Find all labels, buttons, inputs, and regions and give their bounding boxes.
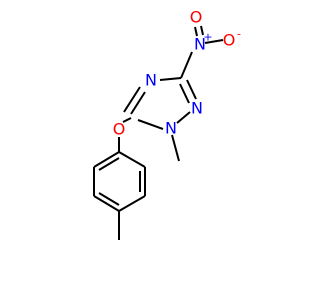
bond-c3-n2-double-b	[179, 83, 190, 104]
bond-ar3-ar4	[118, 195, 146, 212]
bond-ar4-ar5	[93, 195, 120, 212]
bond-ar6-ar1-inner	[98, 157, 120, 171]
atom-n2: N	[191, 99, 203, 118]
bond-ar6-ar1	[93, 151, 120, 168]
atom-o-ether: O	[113, 120, 126, 139]
atom-o-nitro-right: O	[223, 31, 236, 50]
charge-o-nitro-right: -	[237, 28, 241, 41]
bond-ar1-ar2	[118, 151, 146, 168]
bond-n2-n1	[176, 111, 191, 124]
bond-c5-n4-double-b	[130, 91, 146, 115]
bond-n-nitro-o-top-b	[200, 25, 204, 36]
bond-c3-n2-double-a	[186, 79, 197, 100]
bond-c5-o-ether	[122, 117, 132, 123]
bond-ar4-ar5-inner	[98, 192, 120, 206]
atom-o-nitro-top: O	[190, 8, 203, 27]
atom-n4: N	[145, 71, 157, 90]
charge-n-nitro: +	[203, 31, 212, 44]
molecule-structure: N N N N + O O - O	[93, 8, 241, 240]
bond-n4-c3	[159, 77, 182, 81]
bond-c5-n4-double-a	[123, 86, 141, 113]
atom-n-nitro: N	[194, 35, 206, 54]
bond-c3-n-nitro	[180, 51, 193, 79]
atom-n1: N	[165, 119, 177, 138]
bond-n-nitro-o-right	[204, 39, 224, 44]
bonds	[93, 25, 224, 240]
atom-labels: N N N N + O O - O	[113, 8, 241, 139]
bond-n-nitro-o-top	[194, 26, 198, 37]
bond-n1-methyl	[171, 134, 180, 162]
bond-n1-c5	[137, 119, 164, 130]
